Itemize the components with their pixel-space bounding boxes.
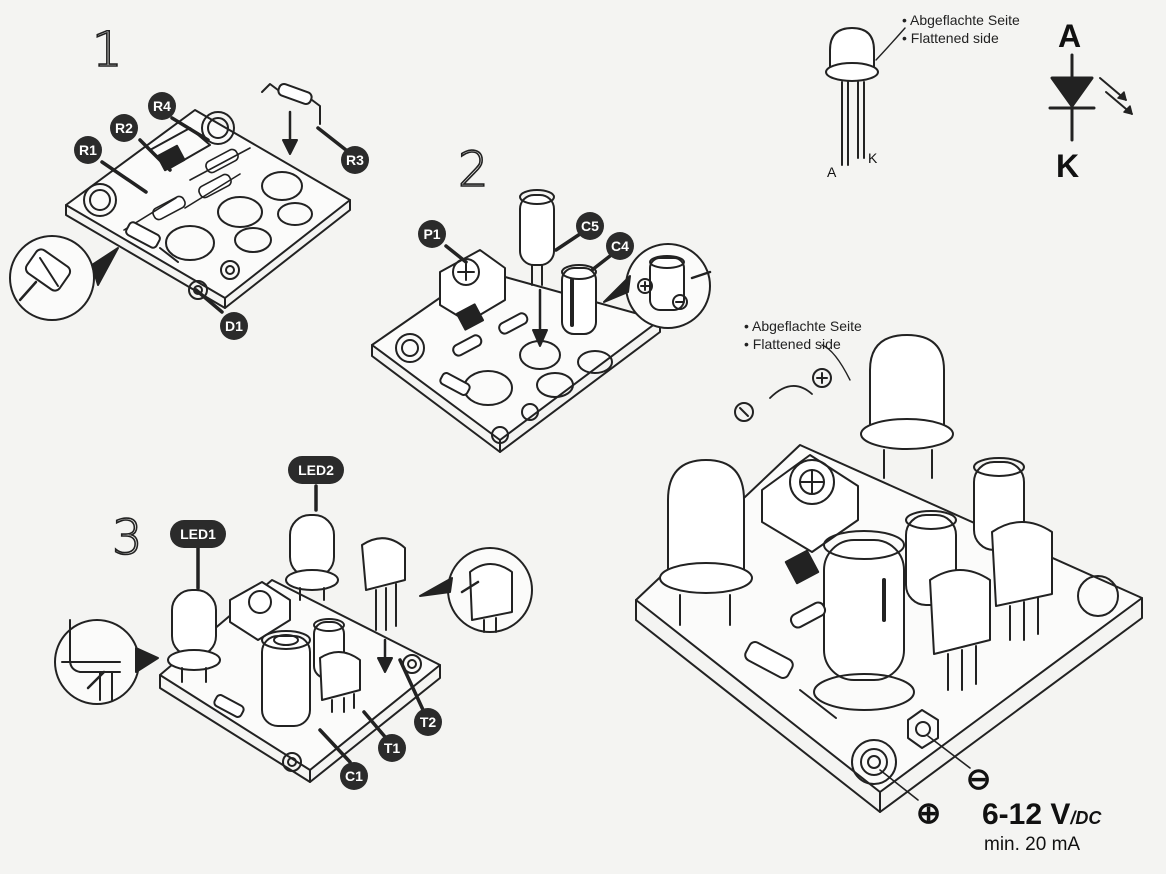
voltage-unit: /DC [1070,808,1102,828]
lead-label-k: K [868,150,878,166]
lead-label-a: A [827,164,837,180]
symbol-cathode-label: K [1056,148,1080,184]
magnifier-capacitor [603,243,712,329]
step-number-1: 1 [91,21,123,79]
step-number-2: 2 [457,141,489,199]
minus-terminal-icon: ⊖ [966,763,992,796]
flattened-side-note-mid: • Abgeflachte Seite • Flattened side [744,317,862,353]
flattened-side-note-top: • Abgeflachte Seite • Flattened side [902,11,1020,47]
supply-current: min. 20 mA [984,834,1081,855]
pcb-step1 [65,82,351,309]
note-line-de: • Abgeflachte Seite [744,318,862,334]
led-schematic-symbol [1048,53,1133,142]
magnifier-diode [9,235,119,321]
pcb-step3 [159,514,441,783]
plus-terminal-icon: ⊕ [916,797,942,830]
supply-voltage: 6-12 V/DC [982,798,1101,832]
note-line-en: • Flattened side [744,336,841,352]
voltage-value: 6-12 V [982,798,1071,831]
pcb-finished [635,334,1143,813]
symbol-anode-label: A [1058,18,1082,54]
pcb-step2 [371,189,661,453]
led-detail [825,27,906,166]
label-leaders [100,116,612,764]
magnifier-led [54,619,159,705]
magnifier-transistor [419,547,533,633]
note-line-de: • Abgeflachte Seite [902,12,1020,28]
note-line-en: • Flattened side [902,30,999,46]
step-number-3: 3 [111,509,143,567]
